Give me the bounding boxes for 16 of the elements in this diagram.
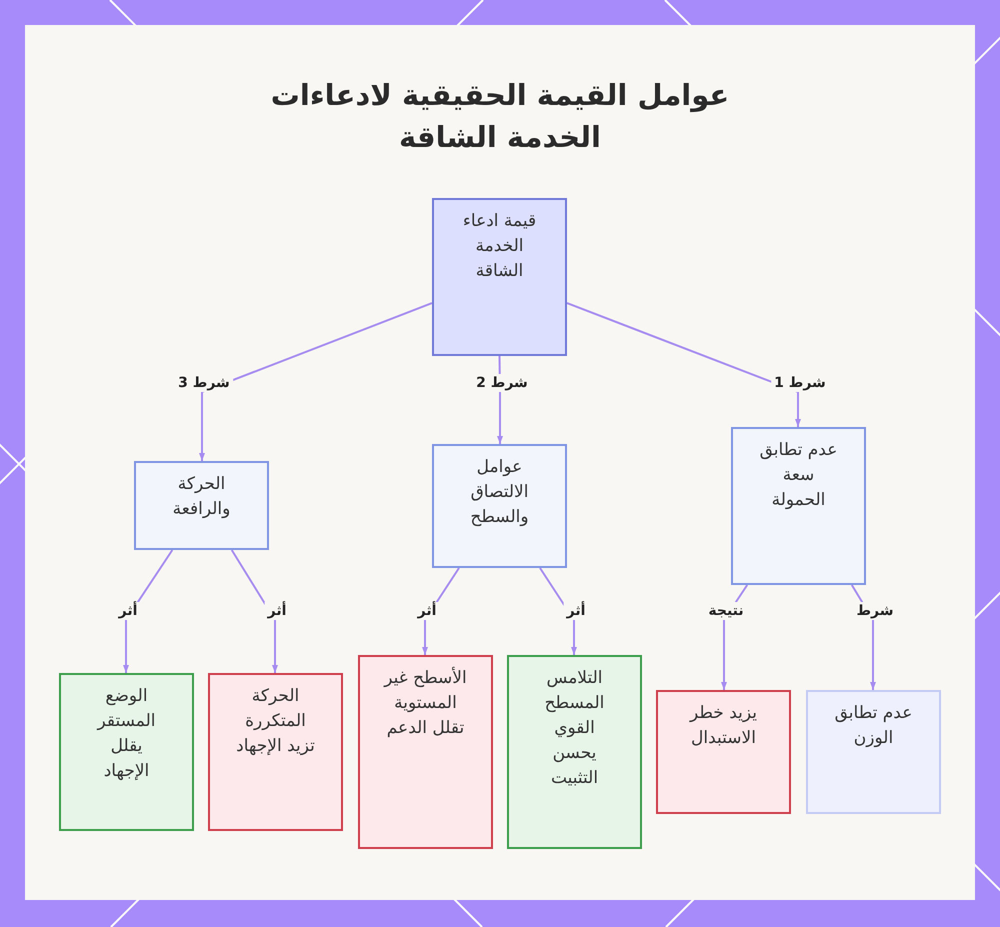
connector-arrow — [230, 549, 278, 673]
outcome-box: الوضع المستقر يقلل الإجهاد — [59, 673, 194, 831]
connector-arrow — [566, 302, 801, 427]
condition-box: عدم تطابق الوزن — [806, 690, 941, 814]
edge-label: أثر — [116, 602, 140, 620]
root-box: قيمة ادعاء الخدمة الشاقة — [432, 198, 567, 356]
outcome-box: الحركة المتكررة تزيد الإجهاد — [208, 673, 343, 831]
category-box: عدم تطابق سعة الحمولة — [731, 427, 866, 585]
diagram-title: عوامل القيمة الحقيقية لادعاءات الخدمة الشاقة — [270, 77, 730, 156]
category-box: عوامل الالتصاق والسطح — [432, 444, 567, 568]
outcome-box: التلامس المسطح القوي يحسن التثبيت — [507, 655, 642, 849]
outcome-box: الأسطح غير المستوية تقلل الدعم — [358, 655, 493, 849]
outcome-box: يزيد خطر الاستبدال — [656, 690, 791, 814]
category-box: الحركة والرافعة — [134, 461, 269, 550]
connector-arrow — [199, 302, 432, 461]
edge-label: أثر — [414, 602, 440, 620]
